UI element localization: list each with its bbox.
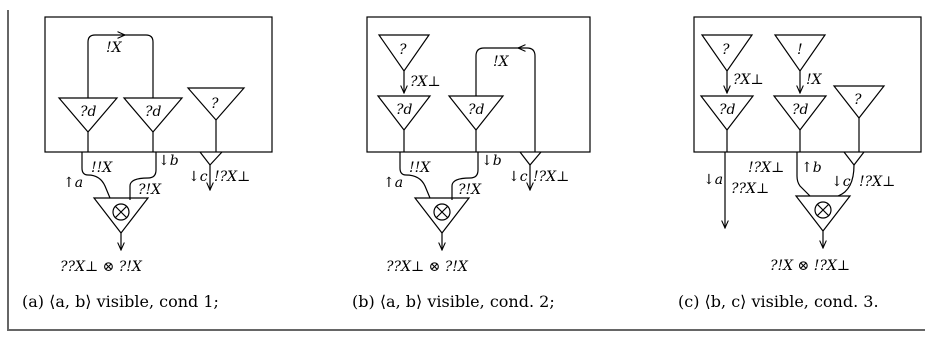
node-a-1 xyxy=(57,97,119,133)
port-label-b-5: ↓c xyxy=(508,169,528,185)
node-label-a-1: ?d xyxy=(80,104,97,120)
port-label-a-6: !?X⊥ xyxy=(214,169,250,185)
node-b-2 xyxy=(376,95,432,131)
port-label-c-3: !?X⊥ xyxy=(748,160,784,176)
node-label-c-3: ?d xyxy=(719,102,736,118)
formula-b: ??X⊥ ⊗ ?!X xyxy=(386,259,469,275)
tensor-a xyxy=(92,197,150,234)
node-label-c-2: ! xyxy=(797,42,803,58)
port-label-c-1: ↓a xyxy=(703,172,723,188)
node-label-a-2: ?d xyxy=(145,104,162,120)
figure-frame xyxy=(7,10,925,331)
port-label-b-2: ↓b xyxy=(481,153,502,169)
node-c-1 xyxy=(700,34,754,73)
port-label-c-4: ↑b xyxy=(801,160,822,176)
port-label-a-5: ↓c xyxy=(188,169,208,185)
port-label-a-1: !!X xyxy=(91,160,113,176)
inner-label-c-1: ?X⊥ xyxy=(733,72,764,88)
inner-label-c-2: !X xyxy=(806,72,823,88)
node-c-3 xyxy=(699,95,755,131)
port-label-c-6: !?X⊥ xyxy=(859,174,895,190)
port-label-b-6: !?X⊥ xyxy=(533,169,569,185)
node-c-4 xyxy=(772,95,828,131)
caption-b: (b) ⟨a, b⟩ visible, cond. 2; xyxy=(352,292,555,311)
node-label-c-5: ? xyxy=(854,92,862,108)
port-label-b-1: !!X xyxy=(409,160,431,176)
node-label-c-4: ?d xyxy=(792,102,809,118)
top-label-a: !X xyxy=(106,40,123,56)
node-a-2 xyxy=(122,97,184,133)
formula-c: ?!X ⊗ !?X⊥ xyxy=(770,258,850,274)
port-label-a-2: ↓b xyxy=(158,153,179,169)
port-label-b-4: ?!X xyxy=(458,182,482,198)
panel-b xyxy=(366,16,591,250)
port-label-a-3: ↑a xyxy=(63,175,83,191)
node-label-b-2: ?d xyxy=(396,102,413,118)
caption-c: (c) ⟨b, c⟩ visible, cond. 3. xyxy=(678,292,879,311)
node-b-1 xyxy=(377,34,431,73)
tensor-b xyxy=(413,197,471,234)
node-a-3 xyxy=(186,87,246,121)
box-b xyxy=(366,16,591,153)
node-c-2 xyxy=(773,34,827,73)
port-label-b-3: ↑a xyxy=(383,175,403,191)
loop-b xyxy=(475,47,536,152)
box-a xyxy=(44,16,273,153)
node-label-b-1: ? xyxy=(399,42,407,58)
inner-label-b: ?X⊥ xyxy=(410,74,441,90)
top-label-b: !X xyxy=(493,54,510,70)
port-label-a-4: ?!X xyxy=(138,182,162,198)
node-label-a-3: ? xyxy=(211,96,219,112)
port-label-c-5: ↓c xyxy=(831,174,851,190)
node-c-5 xyxy=(832,85,886,119)
node-label-b-3: ?d xyxy=(468,102,485,118)
box-c xyxy=(693,16,922,153)
tensor-c xyxy=(794,195,852,232)
node-label-c-1: ? xyxy=(722,42,730,58)
caption-a: (a) ⟨a, b⟩ visible, cond 1; xyxy=(22,292,219,311)
panel-a xyxy=(44,16,273,250)
formula-a: ??X⊥ ⊗ ?!X xyxy=(60,259,143,275)
port-label-c-2: ??X⊥ xyxy=(731,181,769,197)
panel-c xyxy=(693,16,922,248)
